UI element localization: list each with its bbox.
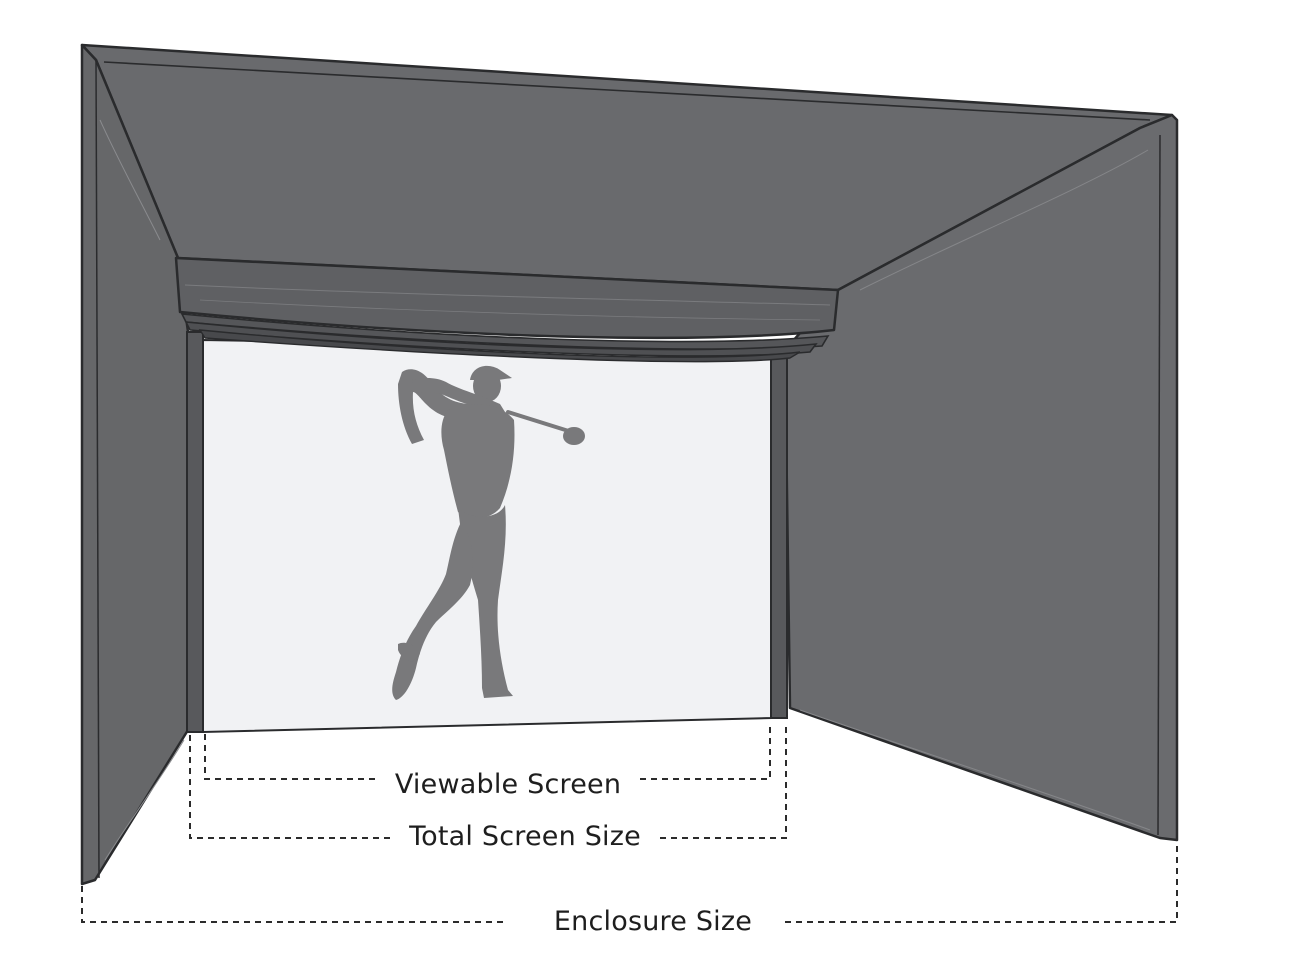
enclosure-size-label: Enclosure Size bbox=[547, 905, 759, 939]
golfer-silhouette-icon bbox=[392, 365, 585, 700]
screen-frame-left-post bbox=[186, 331, 204, 733]
viewable-screen-label: Viewable Screen bbox=[388, 768, 628, 802]
viewable-screen-dimension-line bbox=[204, 722, 771, 780]
enclosure-size-dimension-line bbox=[81, 846, 1178, 923]
total-screen-size-label: Total Screen Size bbox=[403, 820, 647, 854]
total-screen-size-dimension-line bbox=[189, 722, 787, 839]
dimension-lines bbox=[81, 722, 1178, 923]
enclosure-right-wall bbox=[783, 113, 1179, 842]
screen-frame-right-post bbox=[770, 339, 788, 719]
